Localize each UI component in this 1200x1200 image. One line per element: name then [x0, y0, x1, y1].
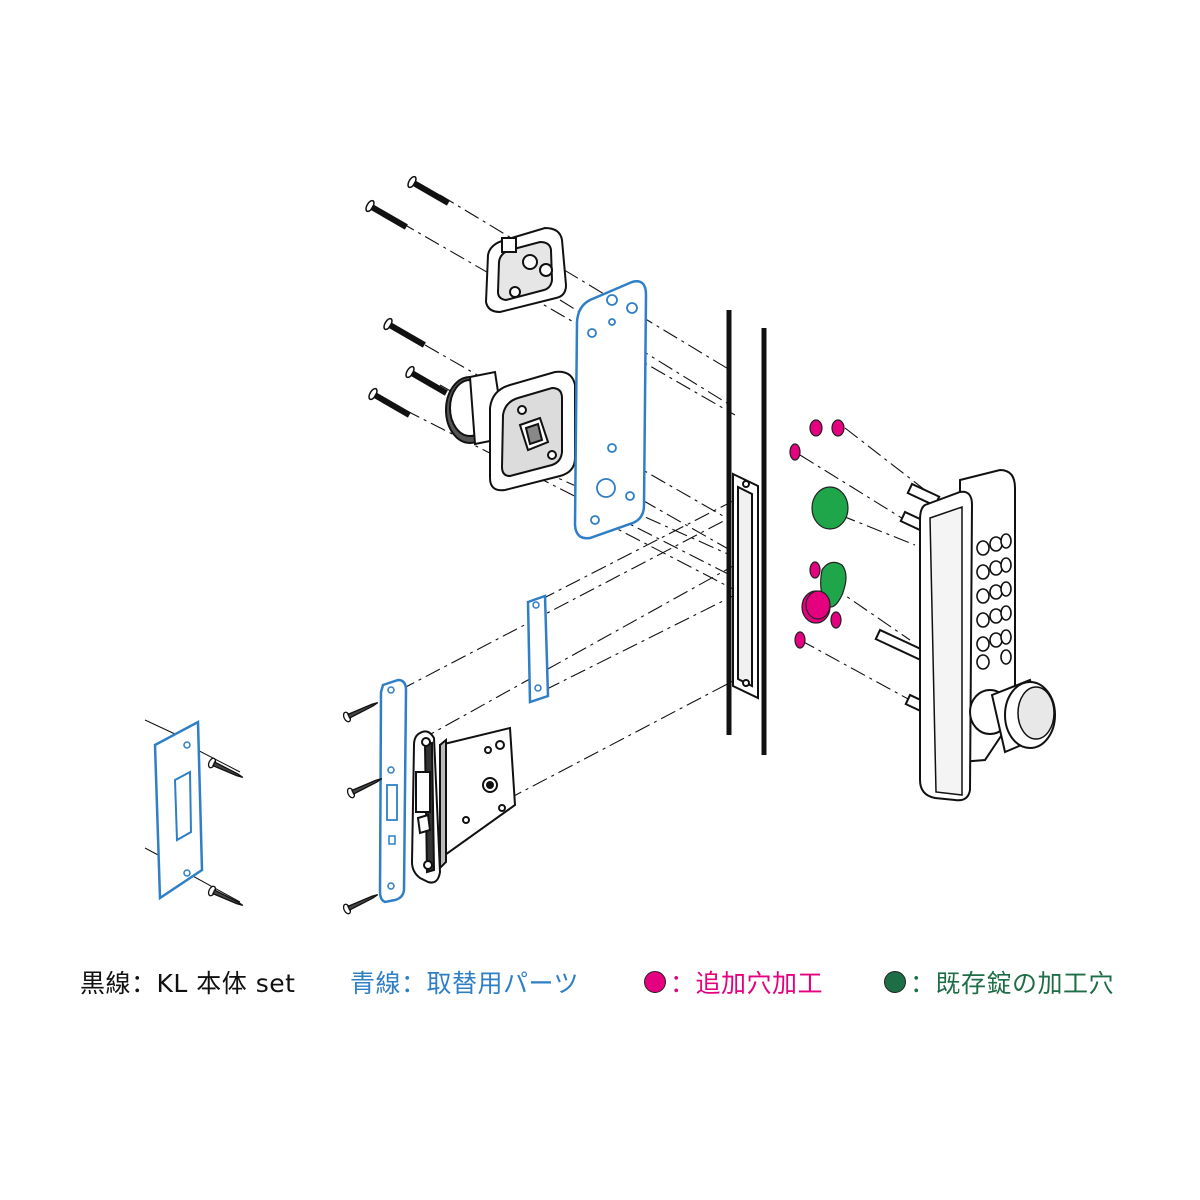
door-mortise-opening — [732, 472, 759, 700]
legend-green-hole-text: ：既存錠の加工穴 — [910, 969, 1115, 998]
strike-plate — [153, 719, 204, 901]
small-plate — [526, 594, 550, 704]
keypad-lock-body — [874, 468, 1056, 802]
legend-green-hole: ：既存錠の加工穴 — [884, 962, 1114, 1002]
backing-plate — [573, 280, 648, 540]
legend-magenta-hole: ：追加穴加工 — [644, 962, 823, 1002]
face-plate — [378, 678, 408, 904]
legend-black-line: 黒線：KL 本体 set — [80, 962, 295, 1002]
wood-screws — [207, 702, 383, 915]
magenta-dot-icon — [644, 971, 666, 993]
added-hole-overlap-marker — [805, 590, 831, 620]
existing-hole-markers — [811, 486, 849, 608]
legend-blue-line: 青線：取替用パーツ — [350, 962, 579, 1002]
legend-blue-line-text: 青線：取替用パーツ — [350, 969, 580, 998]
lower-rose — [445, 370, 576, 492]
legend-black-line-text: 黒線：KL 本体 set — [80, 969, 296, 998]
door-edge — [726, 310, 767, 755]
thumb-turn-knob — [969, 678, 1056, 754]
mortise-lock-case — [410, 726, 517, 884]
keypad-buttons — [976, 533, 1012, 670]
legend-magenta-hole-text: ：追加穴加工 — [670, 969, 824, 998]
green-dot-icon — [884, 971, 906, 993]
upper-rose — [484, 226, 568, 314]
screw-group-top — [365, 175, 450, 418]
